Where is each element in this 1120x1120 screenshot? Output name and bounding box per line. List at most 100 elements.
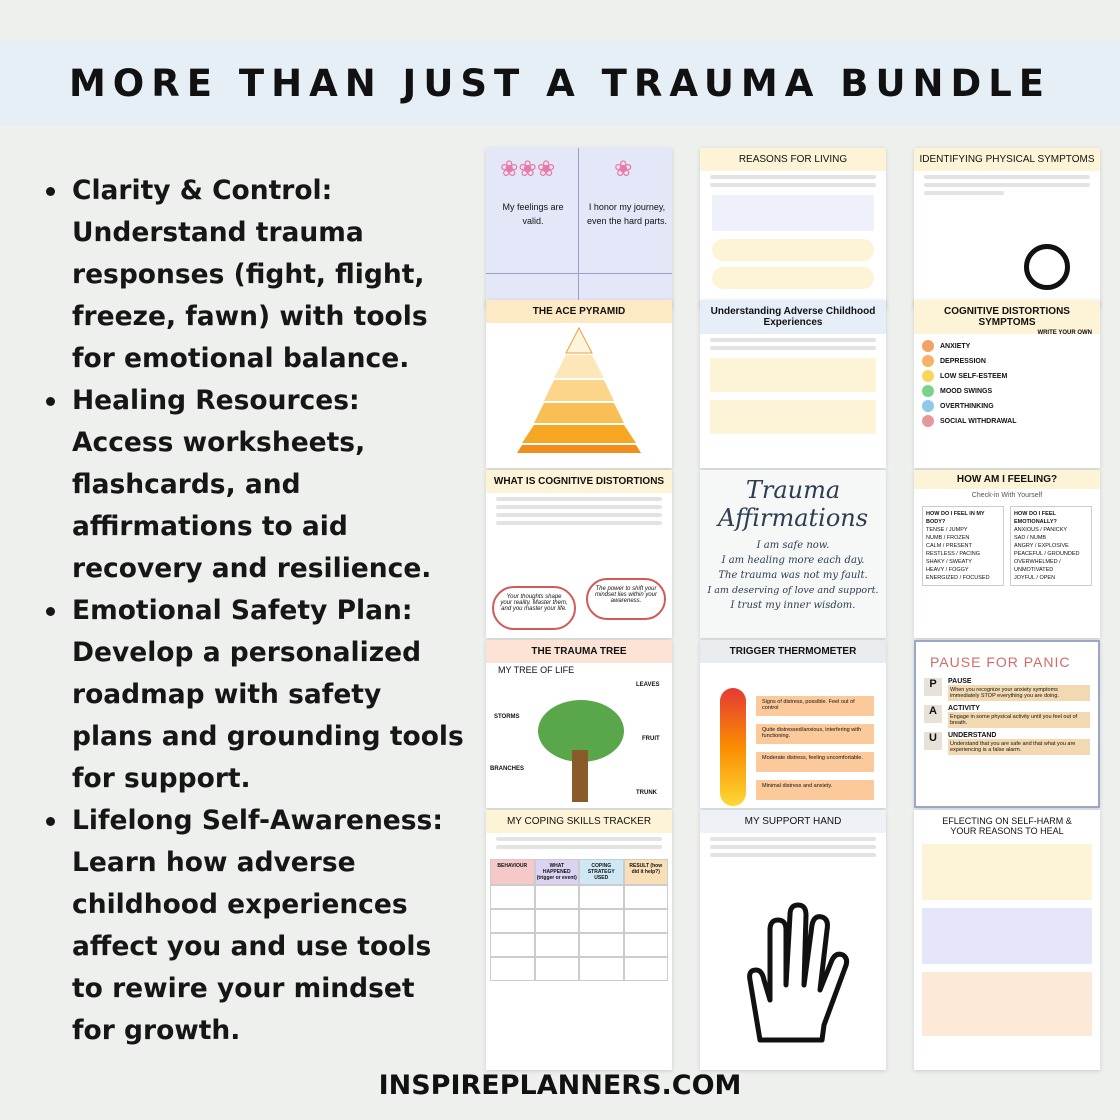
tulip-icon: ❀❀❀	[500, 156, 556, 181]
feature-item: Emotional Safety Plan: Develop a persona…	[44, 590, 464, 800]
affirmations-preview: Trauma Affirmations I am safe now. I am …	[700, 470, 886, 638]
panic-step: P PAUSE When you recognize your anxiety …	[924, 678, 1090, 701]
feature-label: Emotional Safety Plan:	[72, 595, 413, 626]
worksheet-preview-grid: ❀❀❀ ❀ My feelings are valid. I honor my …	[486, 148, 1100, 1070]
physical-symptoms-preview: IDENTIFYING PHYSICAL SYMPTOMS	[914, 148, 1100, 308]
level-label: Signs of distress, possible. Feel out of…	[756, 696, 874, 716]
text-line	[924, 191, 1004, 195]
panic-step: U UNDERSTAND Understand that you are saf…	[924, 732, 1090, 755]
table-cell	[623, 933, 668, 957]
worksheet-title: YOUR REASONS TO HEAL	[950, 826, 1064, 836]
text-line	[496, 513, 662, 517]
trigger-thermometer-preview: TRIGGER THERMOMETER Signs of distress, p…	[700, 640, 886, 808]
tree-label: LEAVES	[636, 682, 660, 688]
symptom-label: MOOD SWINGS	[940, 387, 993, 395]
body-column: HOW DO I FEEL IN MY BODY? TENSE / JUMPY …	[922, 506, 1004, 586]
trauma-tree-preview: THE TRAUMA TREE MY TREE OF LIFE STORMS B…	[486, 640, 672, 808]
worksheet-title: Understanding Adverse Childhood Experien…	[700, 300, 886, 334]
feeling-option: SAD / NUMB	[1014, 535, 1047, 541]
step-heading: UNDERSTAND	[948, 732, 997, 739]
table-cell	[623, 909, 668, 933]
adverse-experiences-preview: Understanding Adverse Childhood Experien…	[700, 300, 886, 468]
worksheet-title: MY SUPPORT HAND	[700, 810, 886, 833]
worksheet-title: MY COPING SKILLS TRACKER	[486, 810, 672, 833]
table-header: WHAT HAPPENED (trigger or event)	[534, 859, 579, 885]
affirmation-line: I trust my inner wisdom.	[730, 600, 856, 611]
coping-tracker-preview: MY COPING SKILLS TRACKER BEHAVIOUR WHAT …	[486, 810, 672, 1070]
color-dot	[922, 400, 934, 412]
tree-label: STORMS	[494, 714, 520, 720]
ace-pyramid-preview: THE ACE PYRAMID	[486, 300, 672, 468]
feature-item: Healing Resources: Access worksheets, fl…	[44, 380, 464, 590]
text-line	[496, 521, 662, 525]
affirmation-line: I am deserving of love and support.	[707, 585, 879, 596]
symptom-label: LOW SELF-ESTEEM	[940, 372, 1008, 380]
thought-cloud: Your thoughts shape your reality. Master…	[492, 586, 576, 630]
feeling-option: ENERGIZED / FOCUSED	[926, 575, 990, 581]
feeling-option: RESTLESS / PACING	[926, 551, 980, 557]
color-dot	[922, 355, 934, 367]
worksheet-title: WHAT IS COGNITIVE DISTORTIONS	[486, 470, 672, 493]
affirmation-line: I am healing more each day.	[721, 555, 865, 566]
text-line	[710, 853, 876, 857]
info-box	[710, 358, 876, 392]
cognitive-symptoms-preview: COGNITIVE DISTORTIONS SYMPTOMS WRITE YOU…	[914, 300, 1100, 468]
text-line	[710, 845, 876, 849]
worksheet-title: COGNITIVE DISTORTIONS SYMPTOMS	[914, 300, 1100, 334]
tree-label: BRANCHES	[490, 766, 525, 772]
worksheet-subtitle: Check-in With Yourself	[971, 492, 1043, 499]
affirmations-title: Trauma	[745, 476, 841, 504]
entry-line	[712, 267, 874, 289]
feature-text: Access worksheets, flashcards, and affir…	[72, 427, 432, 584]
how-am-i-feeling-preview: HOW AM I FEELING? Check-in With Yourself…	[914, 470, 1100, 638]
info-box	[922, 908, 1092, 964]
table-cell	[534, 909, 579, 933]
symptom-row: ANXIETY	[922, 340, 1092, 352]
feature-list: Clarity & Control: Understand trauma res…	[44, 170, 464, 1052]
person-icon	[1024, 244, 1070, 290]
feeling-option: ANGRY / EXPLOSIVE	[1014, 543, 1069, 549]
website-footer: INSPIREPLANNERS.COM	[378, 1070, 742, 1101]
worksheet-title: THE ACE PYRAMID	[486, 300, 672, 323]
symptom-label: DEPRESSION	[940, 357, 986, 365]
worksheet-title: IDENTIFYING PHYSICAL SYMPTOMS	[914, 148, 1100, 171]
feeling-option: NUMB / FROZEN	[926, 535, 970, 541]
thought-cloud: The power to shift your mindset lies wit…	[586, 578, 666, 620]
hand-icon	[747, 902, 850, 1043]
text-line	[496, 497, 662, 501]
feeling-option: CALM / PRESENT	[926, 543, 972, 549]
text-line	[710, 175, 876, 179]
feeling-option: JOYFUL / OPEN	[1014, 575, 1056, 581]
step-text: When you recognize your anxiety symptoms…	[948, 685, 1090, 701]
table-header: COPING STRATEGY USED	[579, 859, 624, 885]
table-cell	[490, 885, 535, 909]
pyramid-diagram	[517, 326, 641, 453]
table-cell	[623, 957, 668, 981]
divider	[578, 148, 579, 308]
flashcard-text: I honor my journey, even the hard parts.	[586, 202, 668, 226]
worksheet-title: TRIGGER THERMOMETER	[700, 640, 886, 663]
feeling-option: PEACEFUL / GROUNDED	[1014, 551, 1080, 557]
symptom-list: ANXIETY DEPRESSION LOW SELF-ESTEEM MOOD …	[914, 340, 1100, 427]
color-dot	[922, 370, 934, 382]
text-line	[496, 845, 662, 849]
table-cell	[579, 933, 624, 957]
table-header: BEHAVIOUR	[490, 859, 535, 885]
affirmations-title: Affirmations	[717, 504, 869, 532]
color-dot	[922, 340, 934, 352]
level-label: Minimal distress and anxiety.	[756, 780, 874, 800]
symptom-label: OVERTHINKING	[940, 402, 994, 410]
worksheet-title: REASONS FOR LIVING	[700, 148, 886, 171]
quote-box	[712, 195, 874, 231]
table-cell	[490, 957, 535, 981]
text-line	[710, 338, 876, 342]
table-cell	[579, 885, 624, 909]
symptom-label: ANXIETY	[940, 342, 971, 350]
info-box	[922, 844, 1092, 900]
flashcard-text: My feelings are valid.	[502, 202, 564, 226]
color-dot	[922, 385, 934, 397]
thermometer-icon	[720, 688, 746, 806]
tulip-icon: ❀	[614, 156, 633, 181]
emotion-column: HOW DO I FEEL EMOTIONALLY? ANXIOUS / PAN…	[1010, 506, 1092, 586]
text-line	[496, 837, 662, 841]
